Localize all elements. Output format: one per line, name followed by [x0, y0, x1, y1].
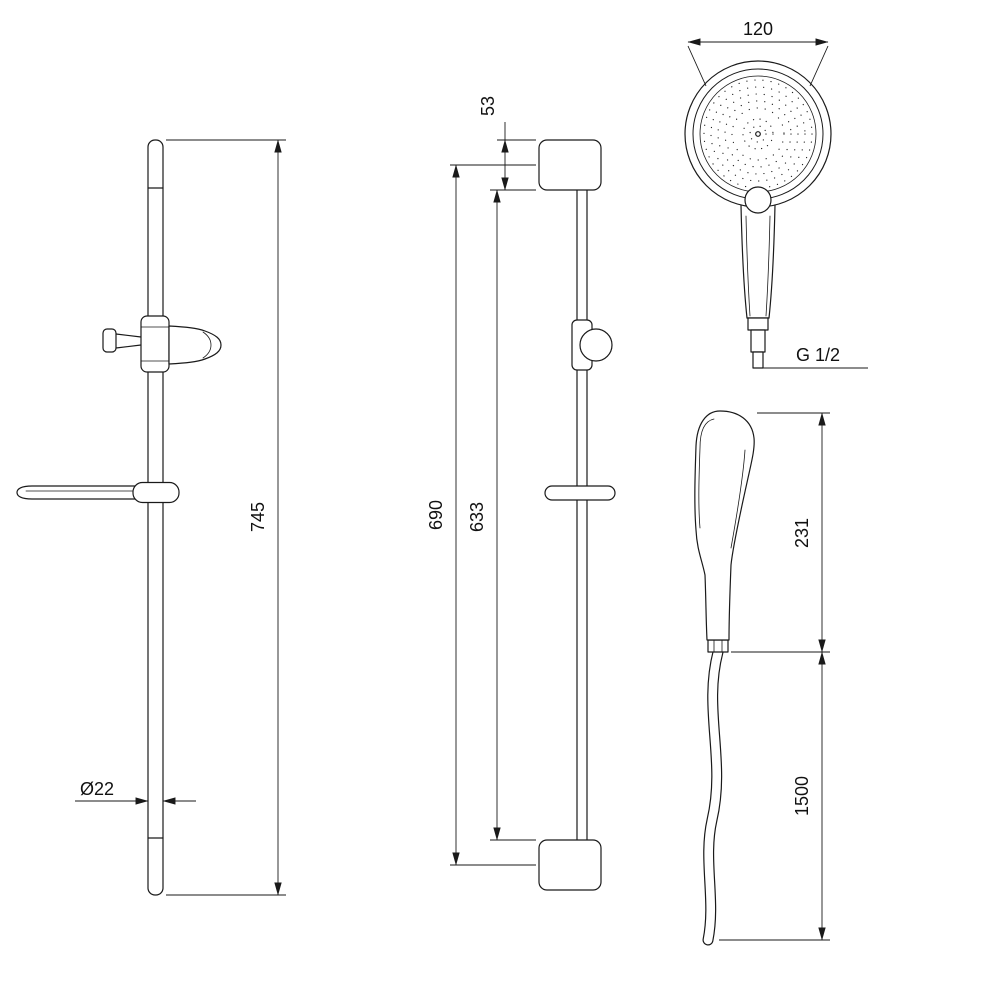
handle-right-edge: [768, 204, 776, 319]
rail-side-view: [538, 139, 616, 891]
handset-holder-cup-line: [202, 331, 212, 359]
extension-lines: [687, 45, 829, 87]
nozzle-center-dot: [755, 131, 761, 137]
dim-bracket-span-label: 690: [426, 500, 446, 530]
handshower-profile: [694, 410, 755, 641]
handset-holder: [168, 325, 222, 365]
dim-rail-exposed-length: 633: [467, 189, 536, 841]
dim-handset-length-label: 231: [792, 518, 812, 548]
dim-rail-exposed-length-label: 633: [467, 502, 487, 532]
rail-front-view: [16, 139, 222, 896]
dim-bracket-span: 690: [426, 164, 536, 866]
extension-lines: [450, 164, 536, 866]
nozzle-ring: [731, 107, 785, 161]
rail-side-lines: [576, 189, 588, 841]
dim-rail-diameter: Ø22: [75, 779, 196, 805]
wall-bracket-bottom: [538, 839, 602, 891]
extension-lines: [166, 139, 286, 896]
extension-lines: [497, 122, 536, 141]
hose-nut-lines: [713, 639, 723, 653]
hose-nut: [707, 639, 729, 653]
nozzle-ring-center: [749, 125, 767, 143]
handshower-front-view: [684, 60, 832, 369]
nozzle-ring: [710, 86, 806, 182]
soap-dish-side: [544, 485, 616, 501]
faceplate-edge-line: [698, 418, 715, 529]
dim-connection-thread-label: G 1/2: [796, 345, 840, 365]
mode-button: [744, 186, 772, 214]
nozzle-ring-center: [742, 118, 774, 150]
handshower-side-view: [694, 410, 755, 946]
dim-bracket-height: 53: [478, 96, 536, 191]
slider-side-knob: [579, 328, 613, 362]
wall-bracket-top: [538, 139, 602, 191]
soap-dish-tray: [16, 485, 136, 500]
dim-bracket-height-label: 53: [478, 96, 498, 116]
nozzle-ring: [703, 79, 813, 189]
dim-handset-length: 231: [731, 412, 830, 653]
extension-lines: [731, 412, 830, 653]
nozzle-ring: [724, 100, 792, 168]
slider-body-lines: [140, 326, 170, 362]
dim-hose-length: 1500: [719, 651, 830, 941]
handle-inner-lines: [745, 215, 771, 317]
dim-connection-thread: G 1/2: [763, 345, 868, 369]
head-inner-rim: [692, 68, 824, 200]
dim-head-width: 120: [687, 19, 829, 87]
slider-body: [140, 315, 170, 373]
body-seam-line: [730, 449, 746, 549]
dim-rail-overall-length: 745: [166, 139, 286, 896]
dim-rail-diameter-label: Ø22: [80, 779, 114, 799]
handle-left-edge: [740, 204, 748, 319]
slider-lock-stem: [115, 333, 142, 349]
dim-rail-overall-length-label: 745: [248, 502, 268, 532]
inlet-thread: [752, 351, 764, 369]
head-outer-rim: [684, 60, 832, 208]
slider-lock-knob: [102, 328, 117, 353]
handle-collar: [747, 317, 769, 331]
rail-end-cap-lines: [147, 187, 164, 839]
inlet-stem: [750, 329, 766, 353]
dim-hose-length-label: 1500: [792, 776, 812, 816]
rail-bar: [147, 139, 164, 896]
nozzle-ring: [717, 93, 799, 175]
hose-inner: [703, 647, 723, 945]
soap-dish-hub: [132, 481, 180, 504]
dim-head-width-label: 120: [743, 19, 773, 39]
